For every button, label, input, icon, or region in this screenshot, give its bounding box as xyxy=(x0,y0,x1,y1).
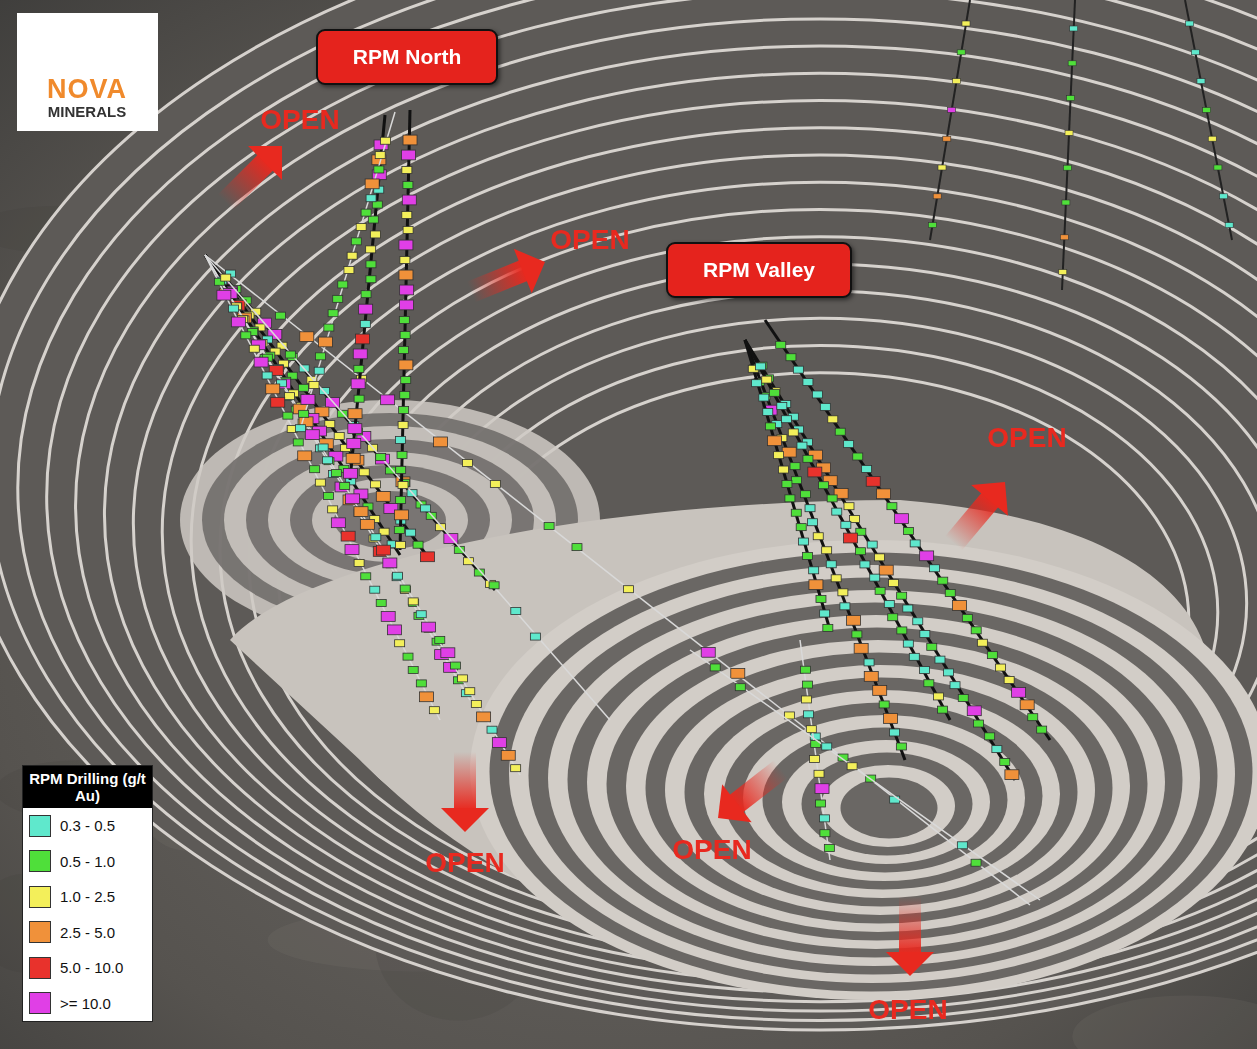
open-arrow xyxy=(886,896,934,976)
open-label: OPEN xyxy=(425,847,504,879)
site-label: RPM Valley xyxy=(690,258,828,282)
open-arrow xyxy=(935,467,1023,559)
legend-swatch xyxy=(29,992,51,1014)
open-label: OPEN xyxy=(672,834,751,866)
site-label: RPM North xyxy=(340,45,474,69)
open-arrows xyxy=(208,129,1023,976)
legend-swatch xyxy=(29,957,51,979)
legend-row: 2.5 - 5.0 xyxy=(23,915,152,951)
site-label-box: RPM North xyxy=(316,29,498,85)
site-label-box: RPM Valley xyxy=(666,242,852,298)
legend-row: 0.3 - 0.5 xyxy=(23,808,152,844)
legend-row: >= 10.0 xyxy=(23,986,152,1022)
legend-text: 0.5 - 1.0 xyxy=(60,853,115,870)
legend-box: RPM Drilling (g/t Au) 0.3 - 0.5 0.5 - 1.0 1… xyxy=(22,765,153,1022)
legend-swatch xyxy=(29,921,51,943)
legend-text: 5.0 - 10.0 xyxy=(60,959,123,976)
legend-title: RPM Drilling (g/t Au) xyxy=(23,766,152,808)
legend-swatch xyxy=(29,886,51,908)
open-arrow xyxy=(462,240,554,314)
legend-row: 1.0 - 2.5 xyxy=(23,879,152,915)
legend-text: 0.3 - 0.5 xyxy=(60,817,115,834)
logo-word: NOVA xyxy=(47,74,127,105)
legend-swatch xyxy=(29,815,51,837)
valley-pit-benches xyxy=(230,500,1257,1000)
open-label: OPEN xyxy=(260,104,339,136)
open-label: OPEN xyxy=(550,224,629,256)
logo-word: MINERALS xyxy=(48,103,126,120)
legend-swatch xyxy=(29,850,51,872)
legend-text: 2.5 - 5.0 xyxy=(60,924,115,941)
open-label: OPEN xyxy=(868,994,947,1026)
open-arrow xyxy=(208,129,299,220)
legend-text: 1.0 - 2.5 xyxy=(60,888,115,905)
legend-text: >= 10.0 xyxy=(60,995,111,1012)
legend-row: 5.0 - 10.0 xyxy=(23,950,152,986)
open-arrow xyxy=(703,750,796,837)
drill-holes xyxy=(205,0,1233,905)
legend-row: 0.5 - 1.0 xyxy=(23,844,152,880)
open-arrow xyxy=(441,752,489,832)
open-label: OPEN xyxy=(987,422,1066,454)
